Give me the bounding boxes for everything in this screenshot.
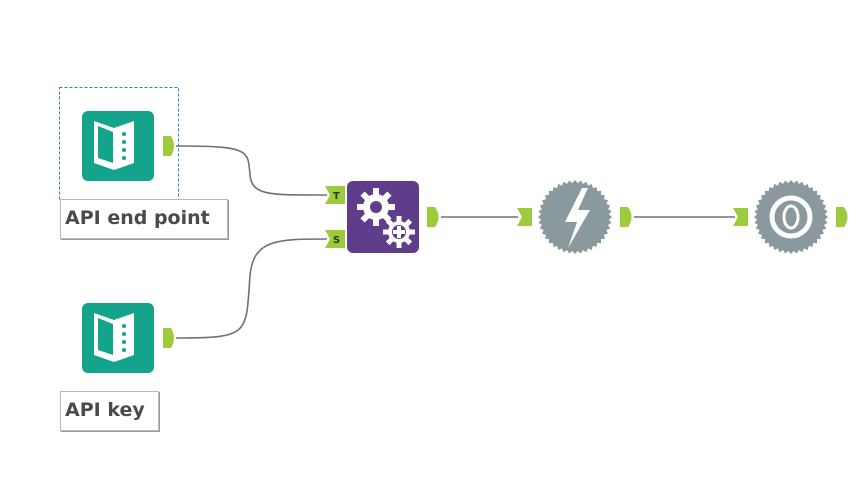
tool-formula[interactable] (538, 180, 612, 254)
text-input-book-icon (94, 313, 134, 362)
download-globe-icon (769, 195, 813, 239)
connection-key-to-append[interactable] (175, 238, 328, 339)
tool-text-input-key[interactable] (82, 303, 154, 373)
output-anchor[interactable] (163, 328, 174, 348)
tool-download[interactable] (754, 180, 828, 254)
input-anchor-t-label: T (333, 191, 340, 202)
tool-text-input-endpoint[interactable] (82, 111, 154, 181)
output-anchor[interactable] (163, 136, 174, 156)
tool-label-api-end-point[interactable]: API end point (60, 199, 228, 239)
input-anchor[interactable] (733, 208, 748, 226)
text-input-book-icon (94, 121, 134, 170)
lightning-bolt-icon (565, 188, 590, 248)
tool-label-text: API key (65, 399, 145, 421)
connection-endpoint-to-append[interactable] (175, 145, 328, 196)
input-anchor-t[interactable] (325, 186, 345, 204)
output-anchor[interactable] (620, 207, 632, 227)
input-anchor-s[interactable] (325, 230, 345, 248)
input-anchor[interactable] (517, 208, 532, 226)
input-anchor-s-label: S (333, 235, 340, 246)
gears-plus-icon (357, 188, 415, 248)
output-anchor[interactable] (836, 207, 848, 227)
output-anchor[interactable] (427, 207, 439, 227)
tool-append-fields[interactable] (347, 181, 419, 253)
tool-label-api-key[interactable]: API key (60, 391, 159, 431)
tool-label-text: API end point (65, 207, 210, 229)
